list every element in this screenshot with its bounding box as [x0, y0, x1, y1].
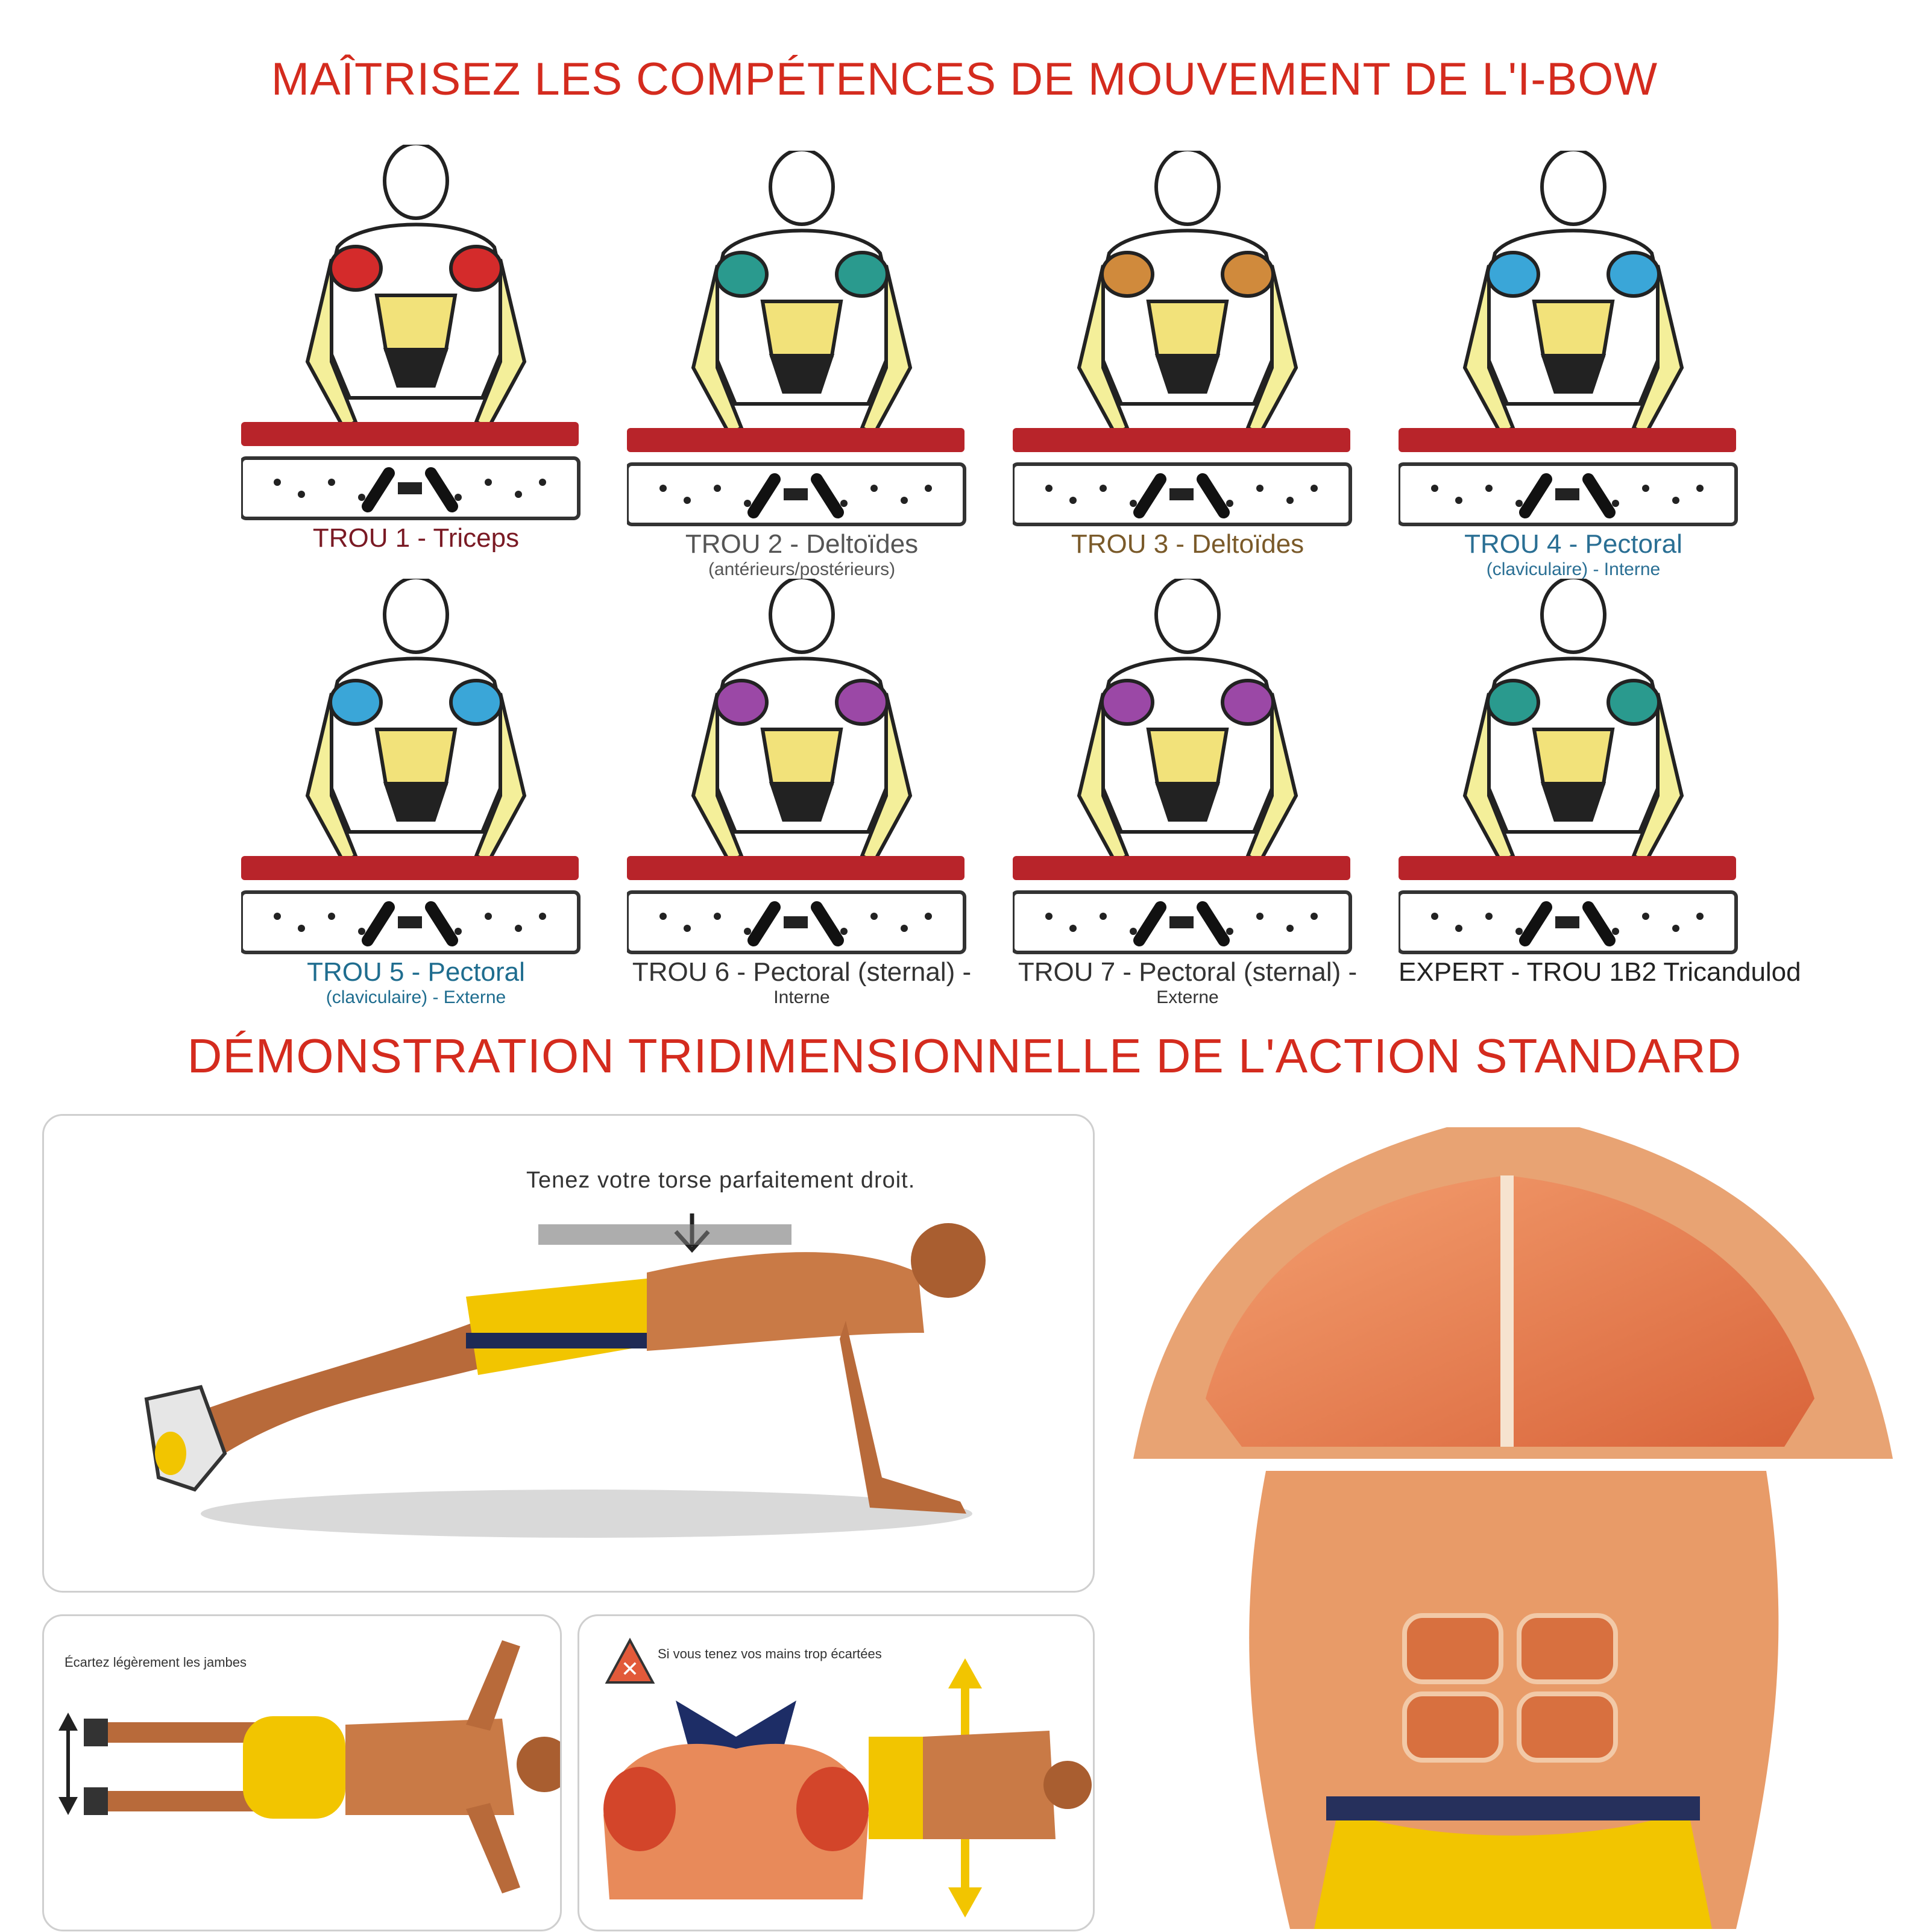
hole-sublabel: Interne [773, 987, 830, 1007]
hole-card-6: TROU 6 - Pectoral (sternal) - Interne [627, 579, 977, 1007]
deltoid-icon [627, 151, 966, 526]
hole-sublabel: (claviculaire) - Interne [1486, 559, 1661, 579]
warning-note: Si vous tenez vos mains trop écartées [658, 1646, 882, 1661]
hole-card-4: TROU 4 - Pectoral (claviculaire) - Inter… [1399, 151, 1748, 579]
hole-sublabel: Externe [1156, 987, 1219, 1007]
double-arrow-vertical-icon [58, 1713, 78, 1815]
hole-card-1: TROU 1 - Triceps [241, 145, 591, 567]
pectoral-icon [241, 579, 581, 954]
legs-panel: Écartez légèrement les jambes [42, 1614, 562, 1931]
hole-label: TROU 5 - Pectoral [307, 957, 525, 987]
hole-label: TROU 4 - Pectoral [1464, 529, 1682, 559]
hole-card-7: TROU 7 - Pectoral (sternal) - Externe [1013, 579, 1362, 1007]
triceps-icon [241, 145, 581, 520]
hole-label: TROU 3 - Deltoïdes [1071, 529, 1304, 559]
pectoral-icon [627, 579, 966, 954]
hole-label: TROU 1 - Triceps [312, 523, 520, 553]
deltoid-icon [1013, 151, 1352, 526]
hole-label: TROU 7 - Pectoral (sternal) - [1018, 957, 1358, 987]
prone-figure-small [869, 1731, 1092, 1839]
svg-text:✕: ✕ [621, 1657, 639, 1682]
hole-label: EXPERT - TROU 1B2 Tricandulod [1399, 957, 1801, 987]
hole-card-3: TROU 3 - Deltoïdes [1013, 151, 1362, 573]
warning-triangle-icon: ✕ [605, 1637, 655, 1684]
hole-label: TROU 2 - Deltoïdes [685, 529, 919, 559]
back-muscles [603, 1701, 869, 1899]
hole-sublabel: (antérieurs/postérieurs) [708, 559, 896, 579]
anatomy-torso [1121, 1085, 1905, 1929]
hole-sublabel: (claviculaire) - Externe [326, 987, 506, 1007]
page-title: MAÎTRISEZ LES COMPÉTENCES DE MOUVEMENT D… [271, 54, 1658, 105]
prone-figure [84, 1640, 560, 1893]
hole-card-5: TROU 5 - Pectoral (claviculaire) - Exter… [241, 579, 591, 1007]
hole-label: TROU 6 - Pectoral (sternal) - [632, 957, 972, 987]
hole-card-2: TROU 2 - Deltoïdes (antérieurs/postérieu… [627, 151, 977, 579]
section-title: DÉMONSTRATION TRIDIMENSIONNELLE DE L'ACT… [187, 1029, 1742, 1083]
hole-card-8: EXPERT - TROU 1B2 Tricandulod [1399, 579, 1801, 1001]
pectoral-icon [1399, 151, 1738, 526]
plank-figure [144, 1223, 986, 1514]
warning-panel: Si vous tenez vos mains trop écartées ✕ [577, 1614, 1095, 1931]
pectoral-icon [1013, 579, 1352, 954]
plank-note: Tenez votre torse parfaitement droit. [526, 1168, 916, 1193]
floor-shadow [201, 1490, 972, 1538]
plank-panel: Tenez votre torse parfaitement droit. [42, 1114, 1095, 1593]
triceps-icon [1399, 579, 1738, 954]
legs-note: Écartez légèrement les jambes [65, 1655, 247, 1670]
